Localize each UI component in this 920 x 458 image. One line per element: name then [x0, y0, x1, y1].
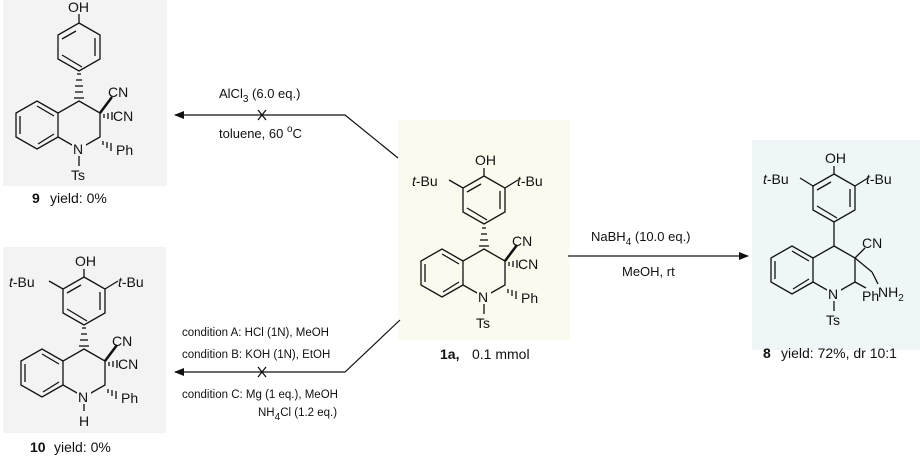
- condition-c-line2: NH4Cl (1.2 eq.): [258, 407, 337, 423]
- atom-oh-9: OH: [68, 0, 89, 15]
- hashed-ph-9: [102, 141, 112, 151]
- atom-ts-1a: Ts: [476, 315, 490, 331]
- condition-b: condition B: KOH (1N), EtOH: [182, 349, 330, 361]
- reagent-alcl3: AlCl3 (6.0 eq.): [219, 86, 300, 105]
- atom-oh-10: OH: [75, 253, 96, 269]
- reagent-nabh4: NaBH4 (10.0 eq.): [591, 229, 691, 248]
- hashed-cn-10: [108, 360, 118, 368]
- atom-n-10: N: [78, 389, 88, 405]
- conditions-toluene: toluene, 60 oC: [219, 124, 302, 141]
- caption-compound-1a: 0.1 mmol: [472, 346, 530, 362]
- atom-cn-1a-a: CN: [512, 233, 532, 249]
- atom-tbu-10a: t-Bu: [9, 274, 35, 290]
- conditions-meoh-rt: MeOH, rt: [622, 264, 675, 279]
- hashed-bond-9: [74, 73, 84, 99]
- caption-compound-8: yield: 72%, dr 10:1: [781, 345, 897, 361]
- atom-ts-8: Ts: [826, 312, 840, 328]
- atom-tbu-1a-right: t-Bu: [517, 173, 543, 189]
- caption-compound-9: yield: 0%: [50, 190, 107, 206]
- atom-n-8: N: [828, 286, 838, 302]
- structure-compound-1a: OH t-Bu t-Bu CN CN N Ts: [412, 152, 543, 331]
- arrow-to-9: [174, 109, 399, 159]
- atom-ph-9: Ph: [116, 142, 133, 158]
- hashed-cn-9: [103, 112, 113, 120]
- condition-a: condition A: HCl (1N), MeOH: [182, 327, 329, 339]
- arrow-to-10: [174, 319, 401, 378]
- atom-cn-9a: CN: [108, 84, 128, 100]
- atom-cn-8: CN: [862, 235, 882, 251]
- label-compound-8: 8: [763, 345, 771, 361]
- atom-n-1a: N: [478, 289, 488, 305]
- atom-n-9: N: [73, 141, 83, 157]
- atom-tbu-10b: t-Bu: [118, 274, 144, 290]
- structure-compound-10: OH t-Bu t-Bu CN CN N H: [9, 253, 144, 429]
- atom-tbu-8-right: t-Bu: [866, 171, 892, 187]
- atom-ph-10: Ph: [121, 390, 138, 406]
- hashed-bond-1a: [479, 227, 489, 247]
- atom-tbu-1a-left: t-Bu: [412, 173, 438, 189]
- atom-nh2-8: NH2: [878, 284, 904, 304]
- atom-oh-8: OH: [825, 150, 846, 166]
- hashed-bond-10: [79, 327, 89, 347]
- atom-oh-1a: OH: [475, 152, 496, 168]
- atom-ph-1a: Ph: [521, 290, 538, 306]
- atom-ph-8: Ph: [862, 288, 879, 304]
- atom-cn-1a-b: CN: [518, 256, 538, 272]
- hashed-cn-1a: [508, 260, 518, 268]
- atom-cn-10a: CN: [112, 333, 132, 349]
- hashed-ph-1a: [507, 289, 517, 299]
- condition-c: condition C: Mg (1 eq.), MeOH: [182, 389, 338, 401]
- atom-h-10: H: [79, 413, 89, 429]
- atom-tbu-8-left: t-Bu: [763, 171, 789, 187]
- label-compound-9: 9: [32, 190, 40, 206]
- caption-compound-10: yield: 0%: [54, 439, 111, 455]
- hashed-ph-10: [107, 389, 117, 399]
- label-compound-1a: 1a,: [440, 346, 459, 362]
- atom-ts-9: Ts: [71, 167, 85, 183]
- panel-compound-9: [3, 0, 167, 186]
- atom-cn-9b: CN: [113, 108, 133, 124]
- label-compound-10: 10: [30, 439, 46, 455]
- atom-cn-10b: CN: [118, 356, 138, 372]
- structure-compound-9: OH CN CN N Ts Ph: [15, 0, 133, 183]
- structure-compound-8: OH t-Bu t-Bu CN NH2 N Ts Ph: [763, 150, 904, 328]
